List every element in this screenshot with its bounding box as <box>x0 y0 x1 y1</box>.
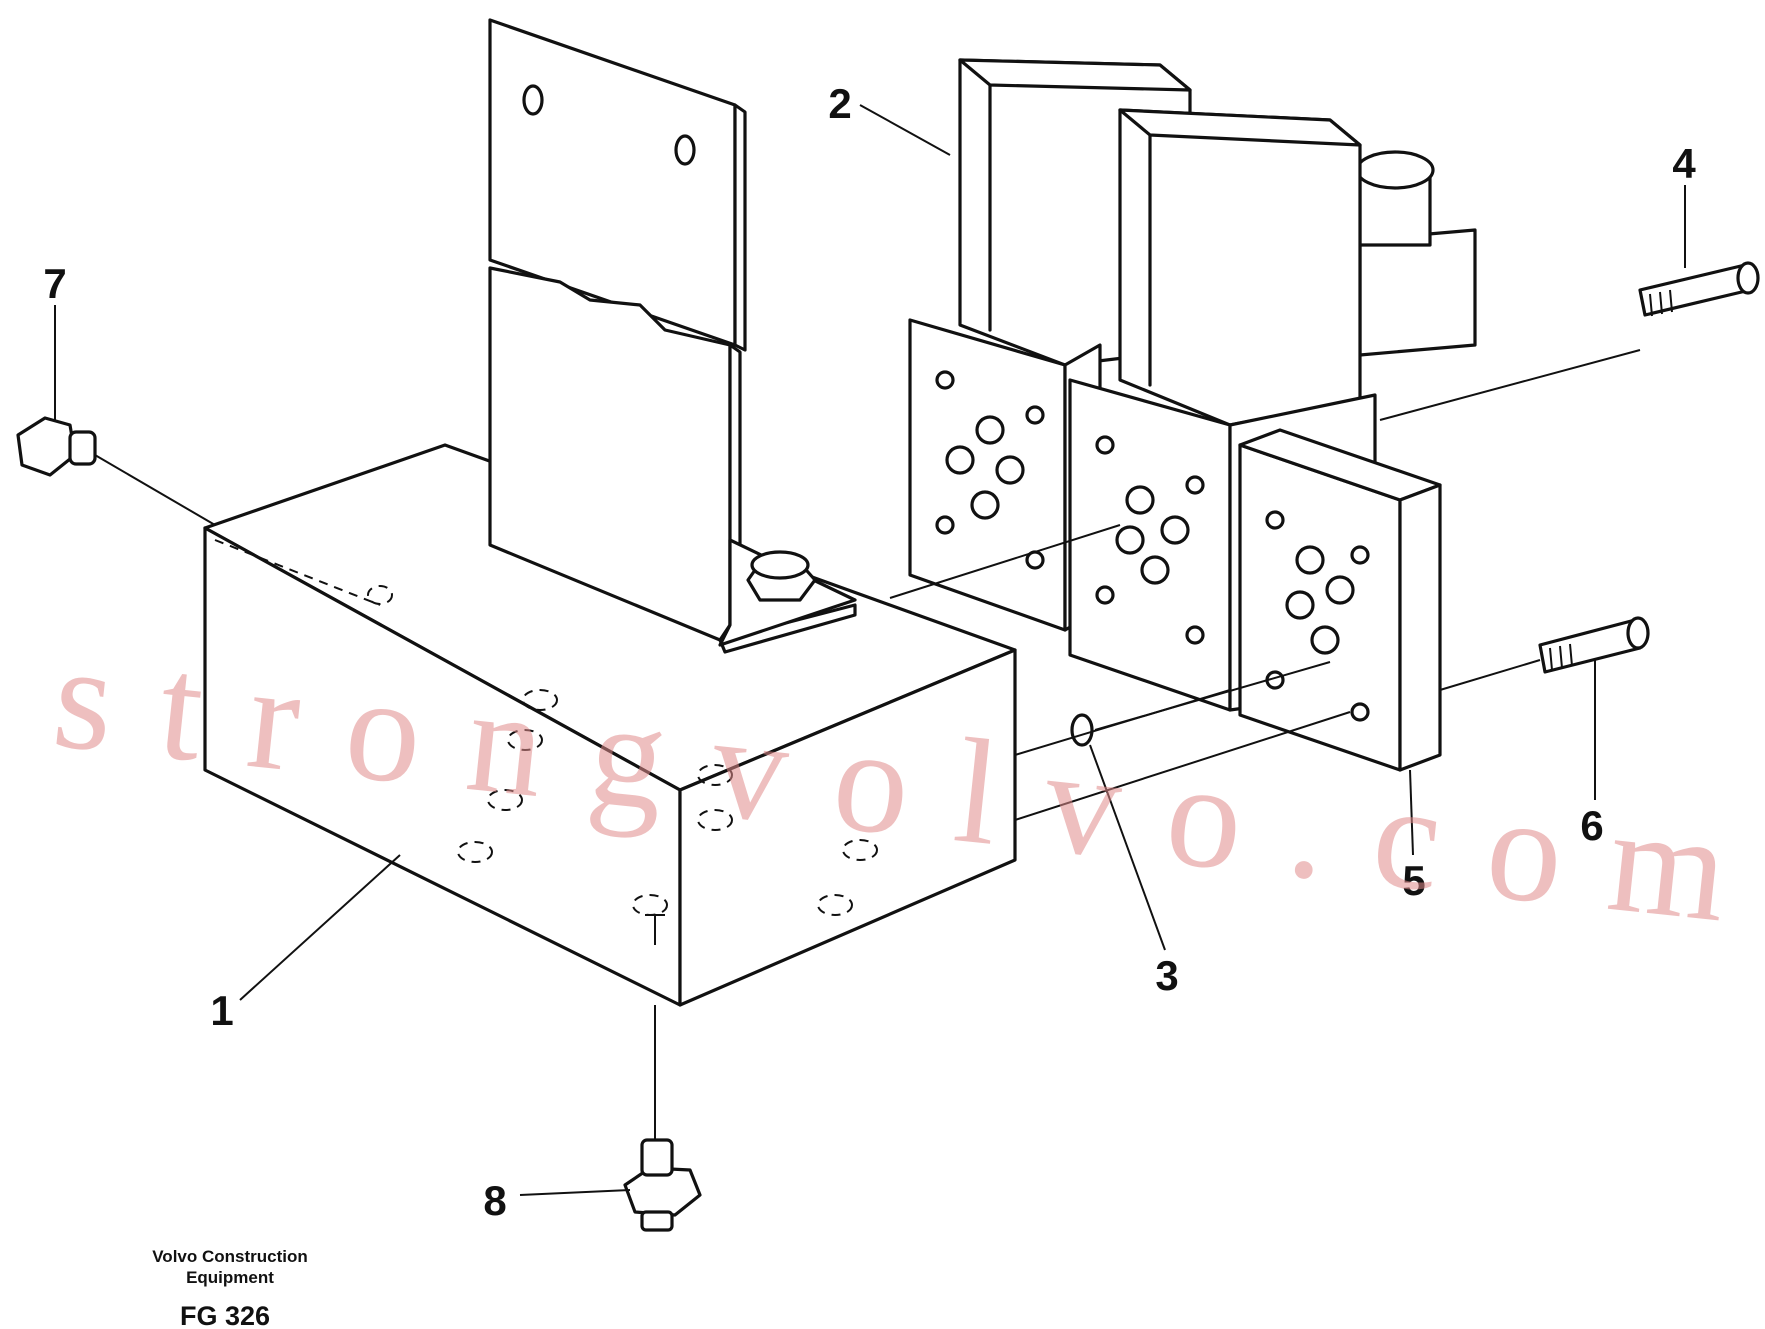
part-4-long-bolt <box>1638 261 1760 317</box>
figure-id: FG 326 <box>180 1301 270 1329</box>
caption-line-1: Volvo Construction <box>152 1247 308 1266</box>
callout-6: 6 <box>1580 802 1603 849</box>
part-7-plug <box>16 416 97 477</box>
callout-5: 5 <box>1402 857 1425 904</box>
solenoid-valve-front <box>1068 108 1477 712</box>
part-8-fitting <box>623 1138 702 1232</box>
callout-3: 3 <box>1155 952 1178 999</box>
figure-caption: Volvo Construction Equipment FG 326 <box>152 1247 308 1329</box>
part-5-cover-plate <box>1238 428 1442 772</box>
callout-7: 7 <box>43 260 66 307</box>
part-3-o-ring <box>1070 713 1094 747</box>
callout-2: 2 <box>828 80 851 127</box>
callout-labels: 1 2 3 4 5 6 7 8 <box>43 80 1696 1224</box>
callout-8: 8 <box>483 1177 506 1224</box>
assembly-lines <box>54 104 1686 1196</box>
mounting-bracket <box>488 18 857 654</box>
part-1-valve-block <box>203 443 1017 1007</box>
caption-line-2: Equipment <box>186 1268 274 1287</box>
callout-4: 4 <box>1672 140 1696 187</box>
part-6-short-bolt <box>1538 616 1650 674</box>
callout-1: 1 <box>210 987 233 1034</box>
